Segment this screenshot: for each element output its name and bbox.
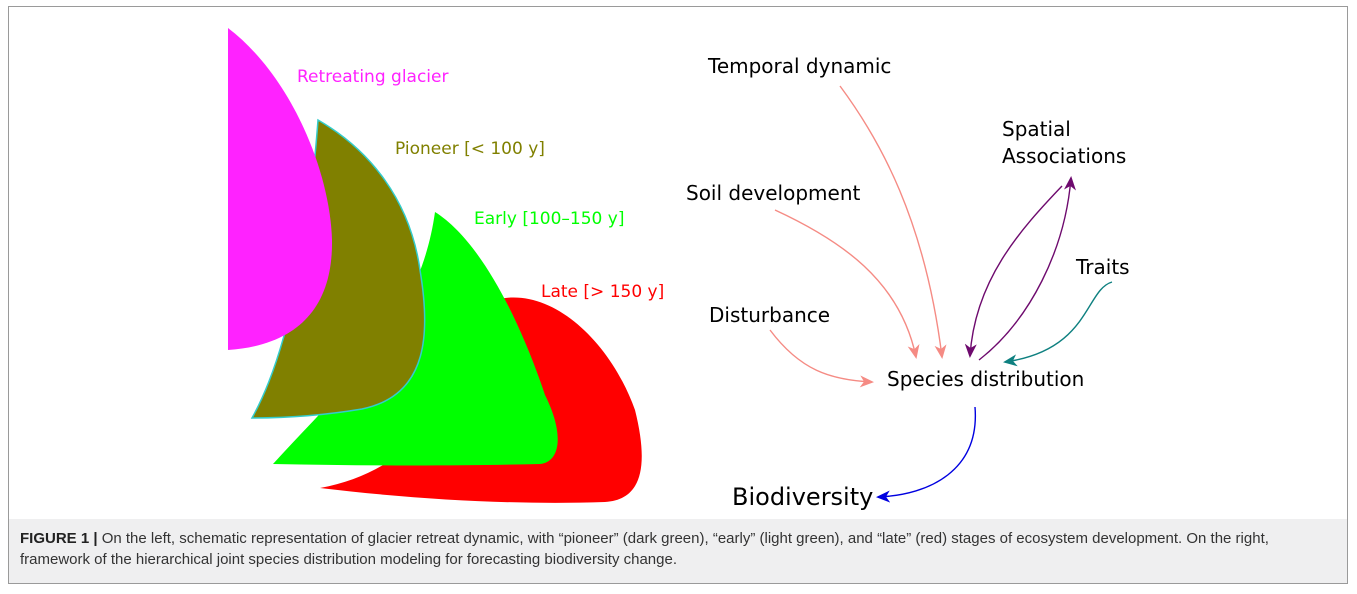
- temporal-dynamic-label: Temporal dynamic: [707, 54, 891, 78]
- pioneer-label: Pioneer [< 100 y]: [395, 139, 545, 159]
- late-label: Late [> 150 y]: [541, 282, 664, 302]
- arrow-species-to-spatial: [978, 176, 1076, 361]
- glacier-shape: [228, 28, 333, 350]
- arrow-soil-to-species: [774, 209, 920, 359]
- biodiversity-label: Biodiversity: [732, 483, 873, 511]
- disturbance-label: Disturbance: [709, 303, 830, 327]
- soil-development-label: Soil development: [686, 181, 860, 205]
- arrow-spatial-to-species: [964, 185, 1063, 358]
- glacier-label: Retreating glacier: [297, 67, 448, 87]
- arrow-temporal-to-species: [839, 85, 947, 359]
- species-distribution-label: Species distribution: [887, 367, 1084, 391]
- spatial-associations-label-line1: Spatial: [1002, 117, 1071, 141]
- arrow-species-to-biodiversity: [876, 406, 976, 503]
- arrow-traits-to-species: [1003, 281, 1113, 367]
- spatial-associations-label-line2: Associations: [1002, 144, 1126, 168]
- figure-frame: [8, 6, 1348, 584]
- early-label: Early [100–150 y]: [474, 209, 624, 229]
- caption-lead: FIGURE 1 |: [20, 530, 98, 547]
- caption-background: [9, 519, 1347, 583]
- arrow-disturbance-to-species: [769, 329, 874, 388]
- traits-label: Traits: [1075, 255, 1130, 279]
- caption-text: On the left, schematic representation of…: [20, 530, 1269, 568]
- figure-caption: FIGURE 1 | On the left, schematic repres…: [20, 528, 1330, 570]
